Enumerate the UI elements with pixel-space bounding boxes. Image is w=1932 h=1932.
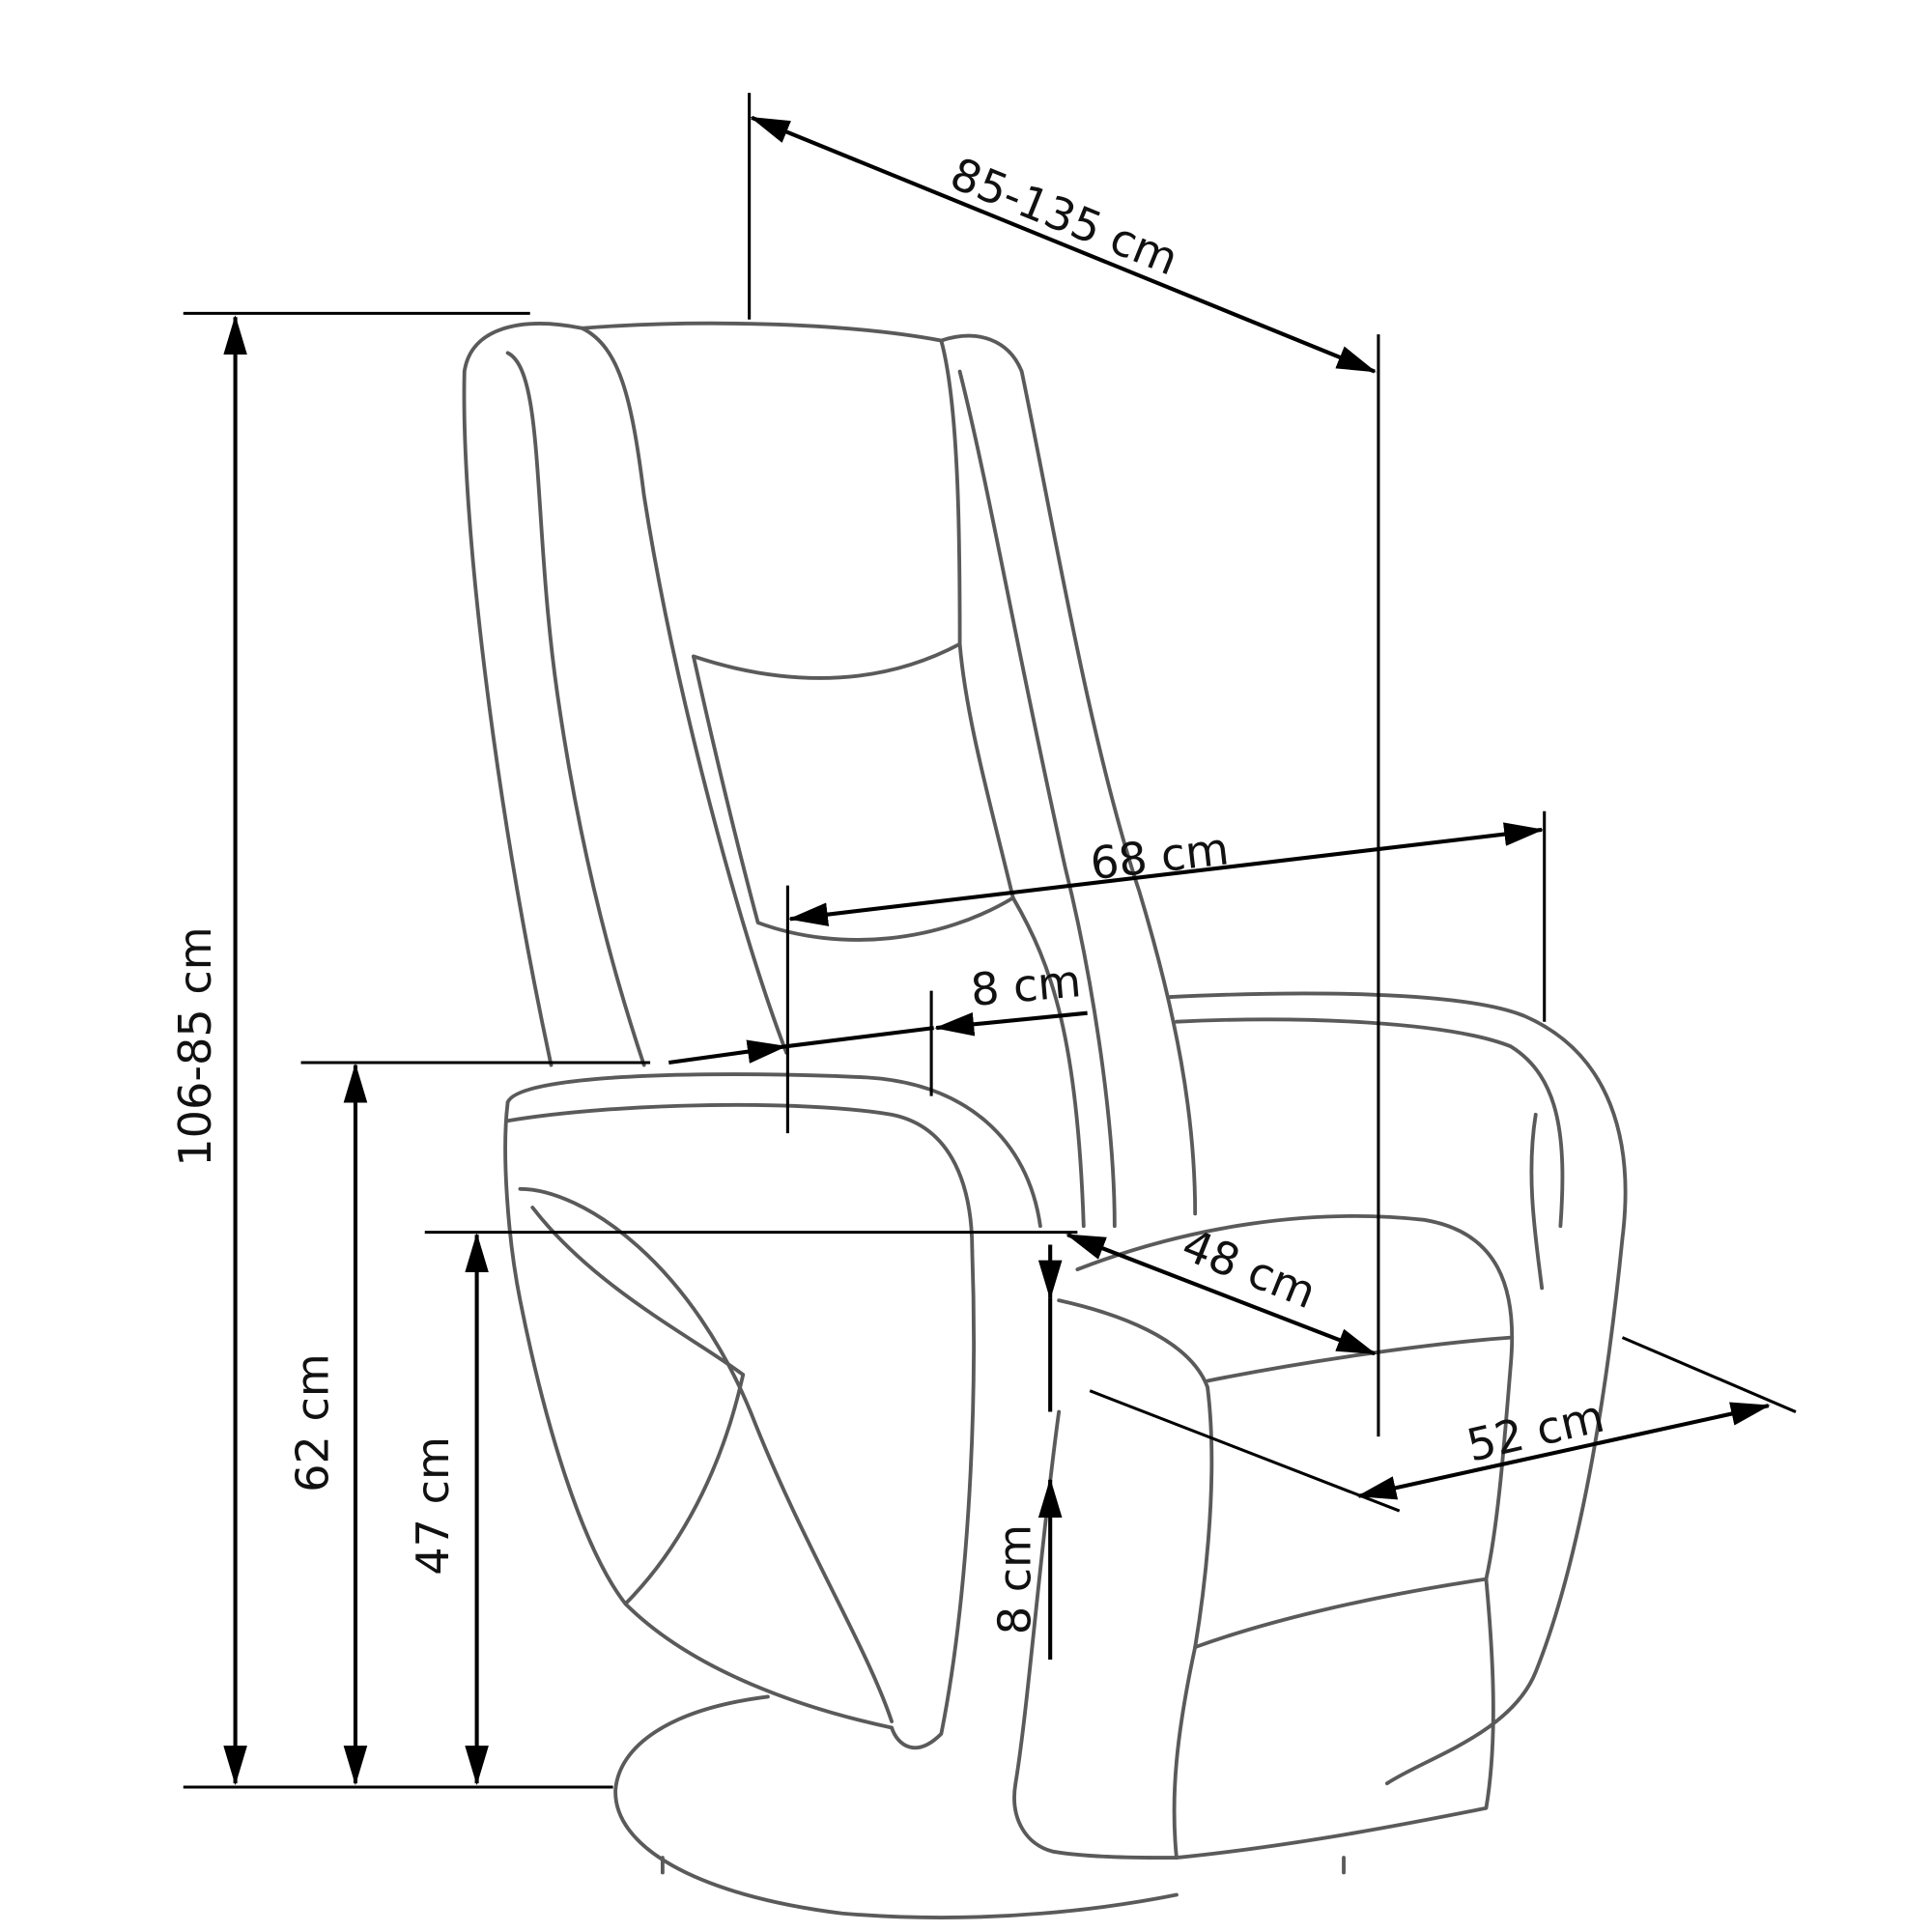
width-dimension-arrow (787, 822, 1545, 926)
back-cushion (692, 641, 1015, 942)
left-armrest-top-inner (505, 1102, 975, 1253)
armrest-height-label: 62 cm (287, 1353, 339, 1492)
headrest (580, 321, 962, 680)
footrest-side (1012, 1409, 1179, 1861)
seat-front (1057, 1298, 1214, 1650)
left-armrest-front (503, 1100, 895, 1730)
depth-label: 85-135 cm (944, 147, 1186, 285)
right-armrest-inner (1175, 1017, 1565, 1229)
right-armrest-side (1529, 1112, 1545, 1291)
seat-line (1206, 1335, 1514, 1383)
seat-depth-arrow (1065, 1233, 1377, 1356)
armrest-width-label: 8 cm (969, 954, 1084, 1016)
footrest (1172, 1577, 1495, 1861)
armrest-width-arrow-right (784, 1026, 934, 1049)
seat-width-arrow (1356, 1402, 1771, 1500)
dimension-labels: 85-135 cm 106-85 cm 68 cm 8 cm 62 cm 47 … (169, 147, 1609, 1634)
seat-width-label: 52 cm (1462, 1390, 1608, 1472)
chair-outline (462, 321, 1628, 1919)
seat-cushion (1075, 1214, 1515, 1650)
left-armrest-side (890, 1248, 976, 1750)
depth-dimension-arrow (750, 115, 1377, 374)
left-armrest-panel (518, 1186, 895, 1723)
left-armrest-panel-inner (530, 1206, 746, 1606)
seat-height-label: 47 cm (407, 1436, 459, 1576)
back-lower (1010, 895, 1086, 1229)
width-label: 68 cm (1088, 822, 1232, 890)
swivel-base (613, 1694, 1179, 1919)
left-wing (462, 322, 584, 1067)
height-label: 106-85 cm (169, 926, 221, 1166)
armrest-width-arrow-right-head (934, 1010, 1088, 1037)
left-armrest-top (505, 1072, 1042, 1229)
right-wing (939, 333, 1198, 1216)
seat-thickness-label: 8 cm (989, 1524, 1041, 1634)
dimension-lines (183, 93, 1797, 1789)
right-wing-inner (957, 369, 1117, 1229)
left-wing-inner (580, 326, 789, 1055)
armrest-width-arrow-left (668, 1039, 787, 1065)
left-wing-edge (505, 351, 646, 1067)
right-armrest (1168, 991, 1628, 1786)
